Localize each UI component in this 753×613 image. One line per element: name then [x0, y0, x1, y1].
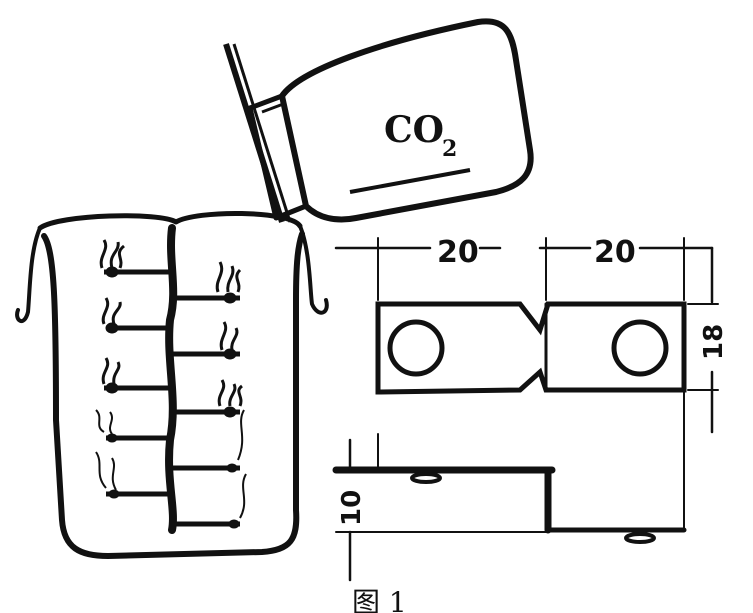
- dim-width-right: 20: [594, 235, 636, 270]
- right-step-2: [172, 321, 240, 360]
- side-detail-left: [410, 472, 442, 484]
- hole-left: [387, 319, 445, 377]
- smoke-icon: [95, 451, 117, 491]
- glass-rod-edge: [232, 43, 292, 223]
- left-step-4: [95, 409, 172, 443]
- tab-outline: [375, 301, 687, 395]
- co2-bottle: [223, 18, 534, 223]
- beaker-wall: [41, 231, 305, 559]
- side-detail-right: [624, 532, 656, 544]
- right-step-1: [172, 261, 242, 304]
- dimension-drawing: [332, 237, 719, 582]
- smoke-icon: [237, 409, 245, 461]
- left-step-1: [99, 239, 172, 278]
- co2-subscript: 2: [442, 136, 457, 162]
- smoke-icon: [95, 409, 113, 435]
- left-step-2: [101, 297, 172, 334]
- flame-icon: [101, 357, 121, 385]
- flame-icon: [219, 321, 239, 351]
- left-step-5: [95, 451, 172, 499]
- beaker-lip-left: [15, 226, 42, 324]
- dim-width-left: 20: [437, 235, 479, 270]
- candle-steps: [95, 239, 247, 529]
- hole-right: [611, 319, 669, 377]
- beaker-divider: [165, 224, 178, 534]
- left-step-3: [101, 357, 172, 394]
- flame-icon: [217, 379, 244, 407]
- bottle-highlight: [349, 168, 471, 194]
- figure-caption: 图 1: [352, 586, 407, 613]
- beaker-rim: [37, 211, 303, 231]
- bottle-body: [279, 18, 534, 223]
- flame-icon: [215, 261, 242, 293]
- smoke-icon: [239, 473, 247, 519]
- dim-height-base: 10: [337, 490, 367, 526]
- flame-icon: [101, 297, 122, 325]
- dim-height-tab: 18: [699, 324, 729, 360]
- right-step-5: [172, 473, 247, 529]
- right-step-3: [172, 379, 244, 418]
- flame-icon: [99, 239, 126, 269]
- co2-label: CO: [384, 109, 444, 151]
- beaker-lip-right: [298, 224, 329, 315]
- beaker: [15, 211, 329, 559]
- right-step-4: [172, 409, 245, 473]
